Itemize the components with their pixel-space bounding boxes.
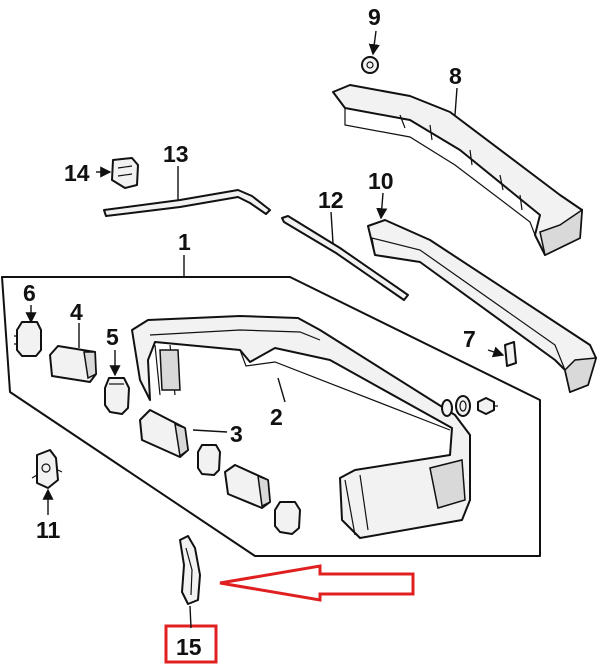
callout-8: 8 (449, 63, 462, 89)
highlight-arrow (219, 564, 415, 602)
part-5-socket (104, 350, 130, 415)
part-15-guide (179, 535, 201, 605)
part-13-trim-strip (103, 166, 271, 217)
part-11-bracket (31, 449, 63, 515)
part-7-retainer (487, 341, 517, 367)
callout-12: 12 (318, 187, 344, 213)
part-8-reinforcement (332, 84, 583, 257)
part-10-upper-cover (367, 192, 598, 394)
part-6-socket (14, 305, 42, 357)
callout-13: 13 (163, 141, 189, 167)
callout-4: 4 (70, 299, 83, 325)
callout-9: 9 (368, 4, 381, 30)
callout-5: 5 (106, 324, 119, 350)
part-4-reflector (49, 323, 97, 383)
socket-lower-right (274, 501, 301, 535)
callout-11: 11 (36, 517, 61, 543)
socket-lower-left (197, 444, 221, 476)
part-3-reflector (139, 409, 228, 458)
part-2-bumper-cover (131, 315, 471, 539)
callout-7: 7 (463, 326, 476, 352)
assembly-outline (1, 276, 541, 557)
callout-10: 10 (368, 168, 394, 194)
grommet-and-bolt (441, 395, 498, 417)
lamp-lower-middle (224, 464, 271, 509)
part-12-trim-strip (281, 211, 409, 301)
callout-3: 3 (230, 421, 243, 447)
callout-15: 15 (176, 634, 202, 660)
callout-1: 1 (178, 229, 191, 255)
callout-6: 6 (23, 280, 36, 306)
part-14-clip (96, 157, 139, 189)
part-9-clip-nut (361, 30, 380, 74)
callout-14: 14 (64, 160, 90, 186)
leader-15 (189, 605, 192, 629)
callout-2: 2 (270, 404, 283, 430)
